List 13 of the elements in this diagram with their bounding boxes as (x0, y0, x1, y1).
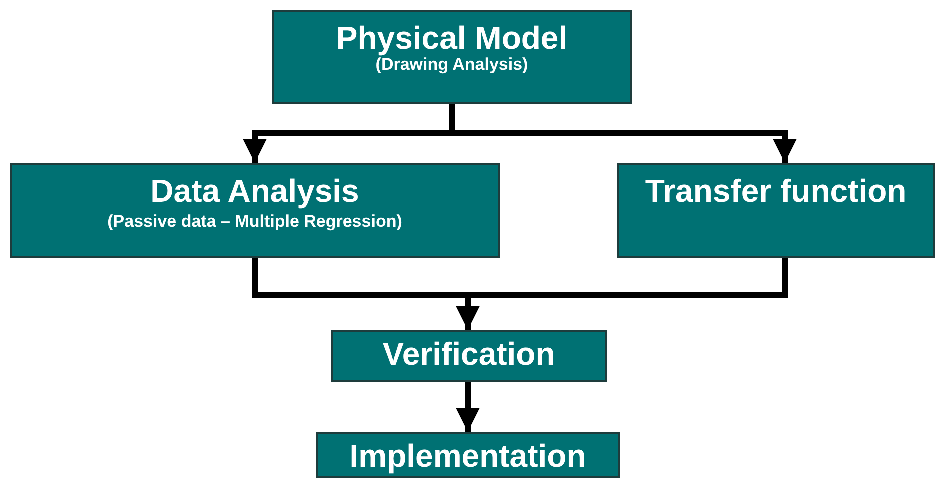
process-box (10, 163, 500, 258)
process-box (617, 163, 935, 258)
box-subtitle: (Passive data – Multiple Regression) (108, 212, 402, 232)
process-box (272, 10, 632, 104)
box-title: Transfer function (645, 173, 907, 210)
box-title: Implementation (350, 438, 586, 475)
process-box (316, 432, 620, 478)
box-title: Physical Model (336, 20, 568, 57)
box-title: Data Analysis (150, 173, 360, 210)
box-subtitle: (Drawing Analysis) (376, 54, 528, 76)
process-box (331, 330, 607, 382)
box-title: Verification (382, 336, 556, 373)
arrow (456, 382, 480, 432)
